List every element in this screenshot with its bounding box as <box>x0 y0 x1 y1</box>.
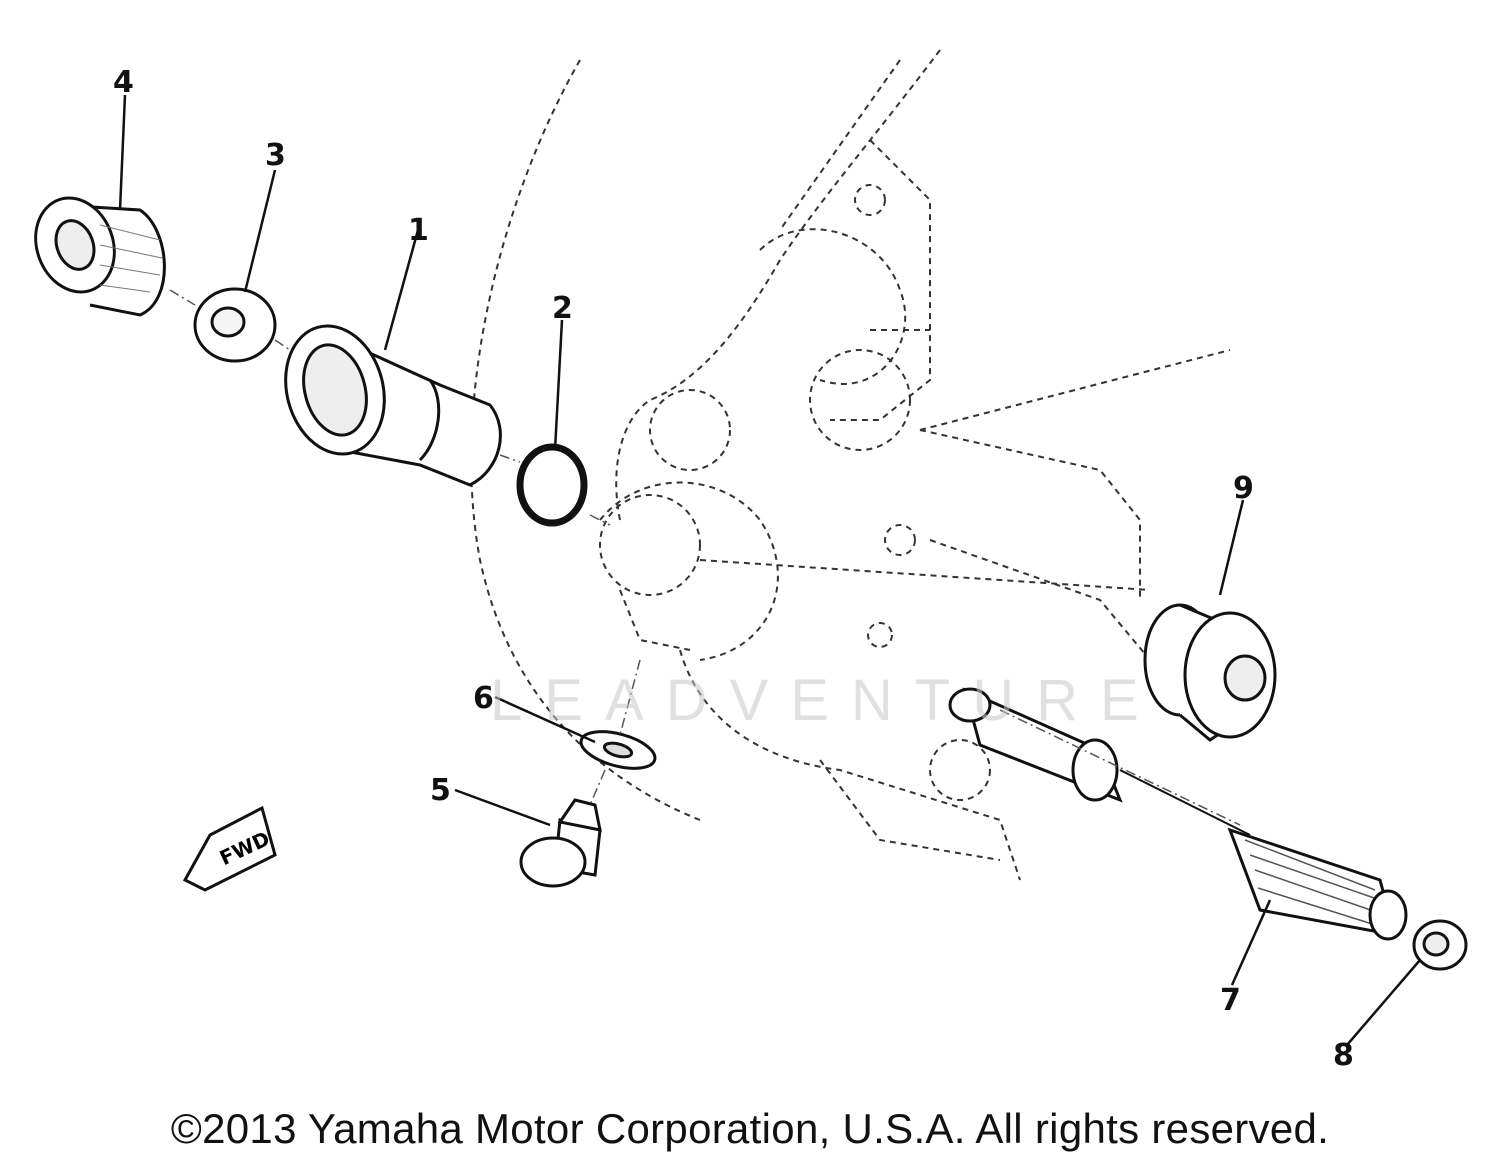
engine-case-outline <box>470 49 1231 881</box>
part-1-sleeve <box>284 324 502 487</box>
callout-4: 4 <box>113 65 134 100</box>
callout-5: 5 <box>430 773 451 808</box>
part-3-nut <box>193 287 277 363</box>
copyright-notice: ©2013 Yamaha Motor Corporation, U.S.A. A… <box>170 1105 1330 1152</box>
fwd-arrow-icon: FWD <box>182 805 277 892</box>
part-7-gear <box>1227 827 1408 941</box>
part-4-cap <box>34 196 166 317</box>
part-2-o-ring <box>516 443 588 527</box>
part-6-washer <box>579 730 657 770</box>
callout-7: 7 <box>1220 983 1241 1018</box>
callout-2: 2 <box>552 291 573 326</box>
callout-8: 8 <box>1333 1038 1354 1073</box>
callout-1: 1 <box>408 213 429 248</box>
callout-9: 9 <box>1233 471 1254 506</box>
watermark: LEADVENTURE <box>490 668 1161 733</box>
part-8-washer <box>1412 919 1468 971</box>
callout-6: 6 <box>473 681 494 716</box>
part-shaft <box>948 687 1251 836</box>
leader-lines <box>118 94 1421 1046</box>
assembly-axes <box>169 289 1241 826</box>
part-5-bolt <box>519 798 602 888</box>
callout-3: 3 <box>265 138 286 173</box>
part-9-plug <box>1143 603 1277 742</box>
